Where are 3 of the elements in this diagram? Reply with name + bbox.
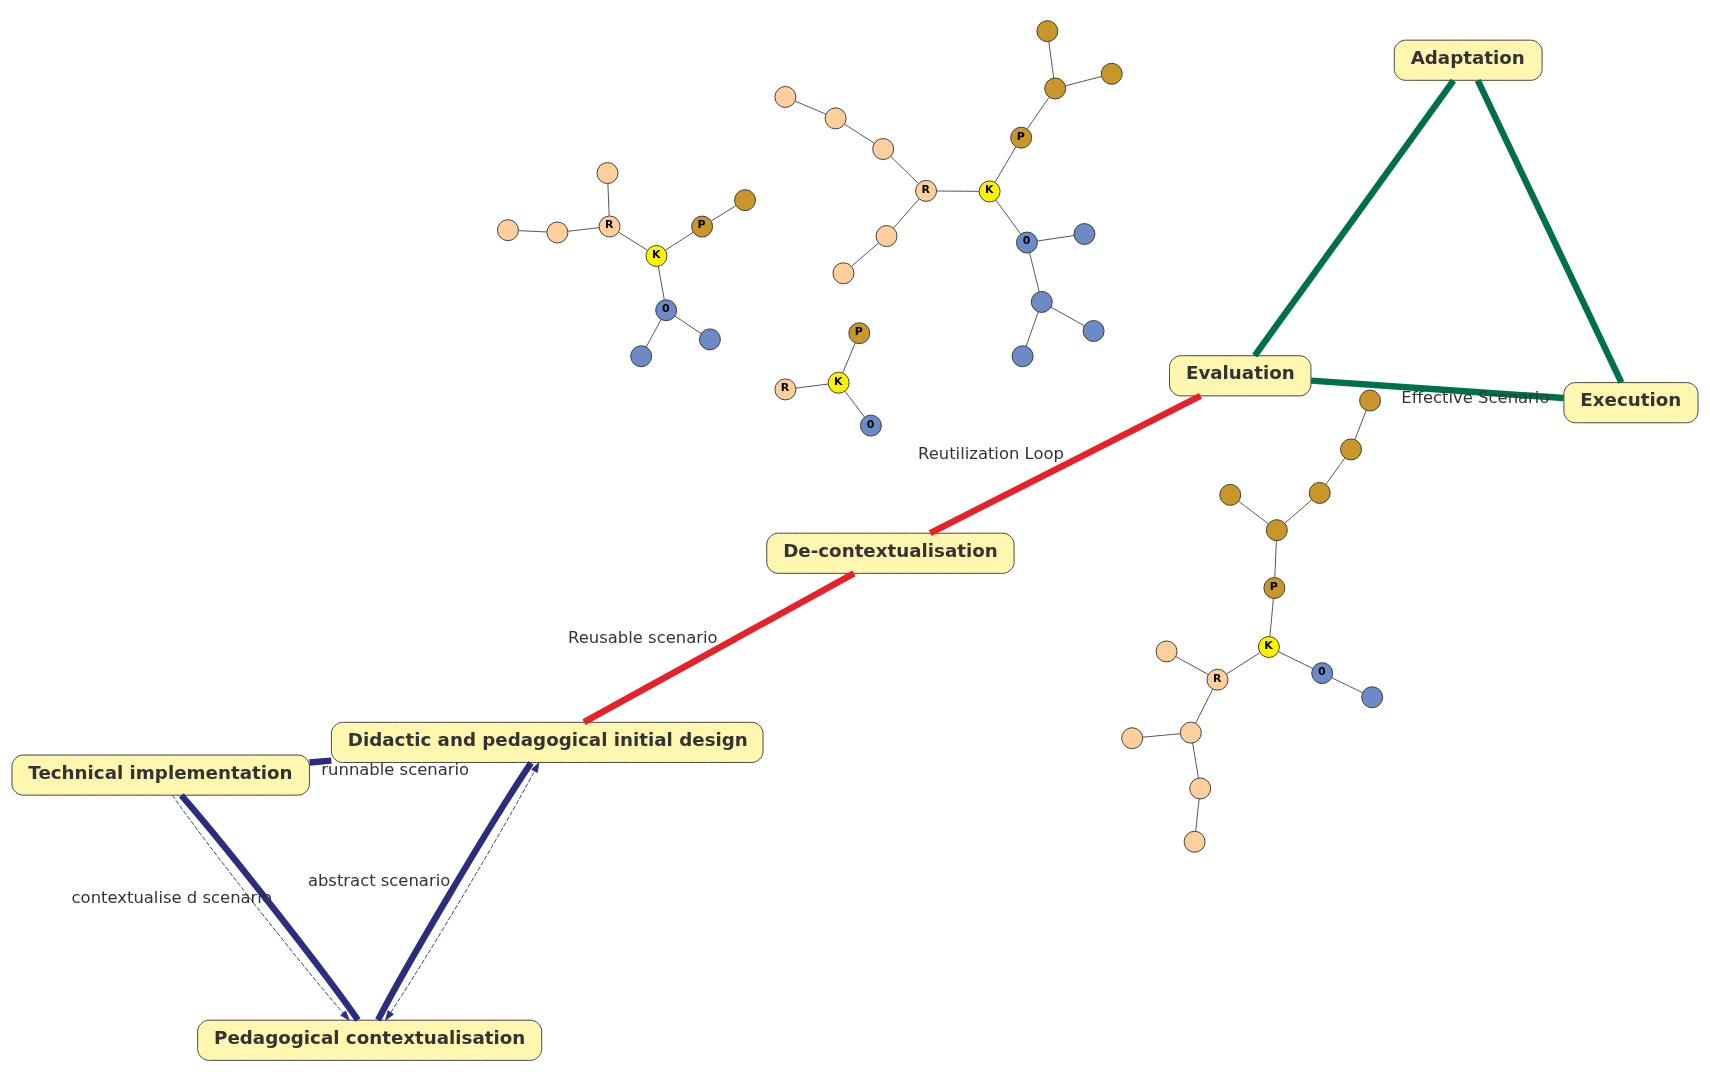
- edge-label: abstract scenario: [307, 870, 451, 890]
- edge-label: Reusable scenario: [568, 627, 718, 647]
- edge-label: Reutilization Loop: [918, 443, 1064, 463]
